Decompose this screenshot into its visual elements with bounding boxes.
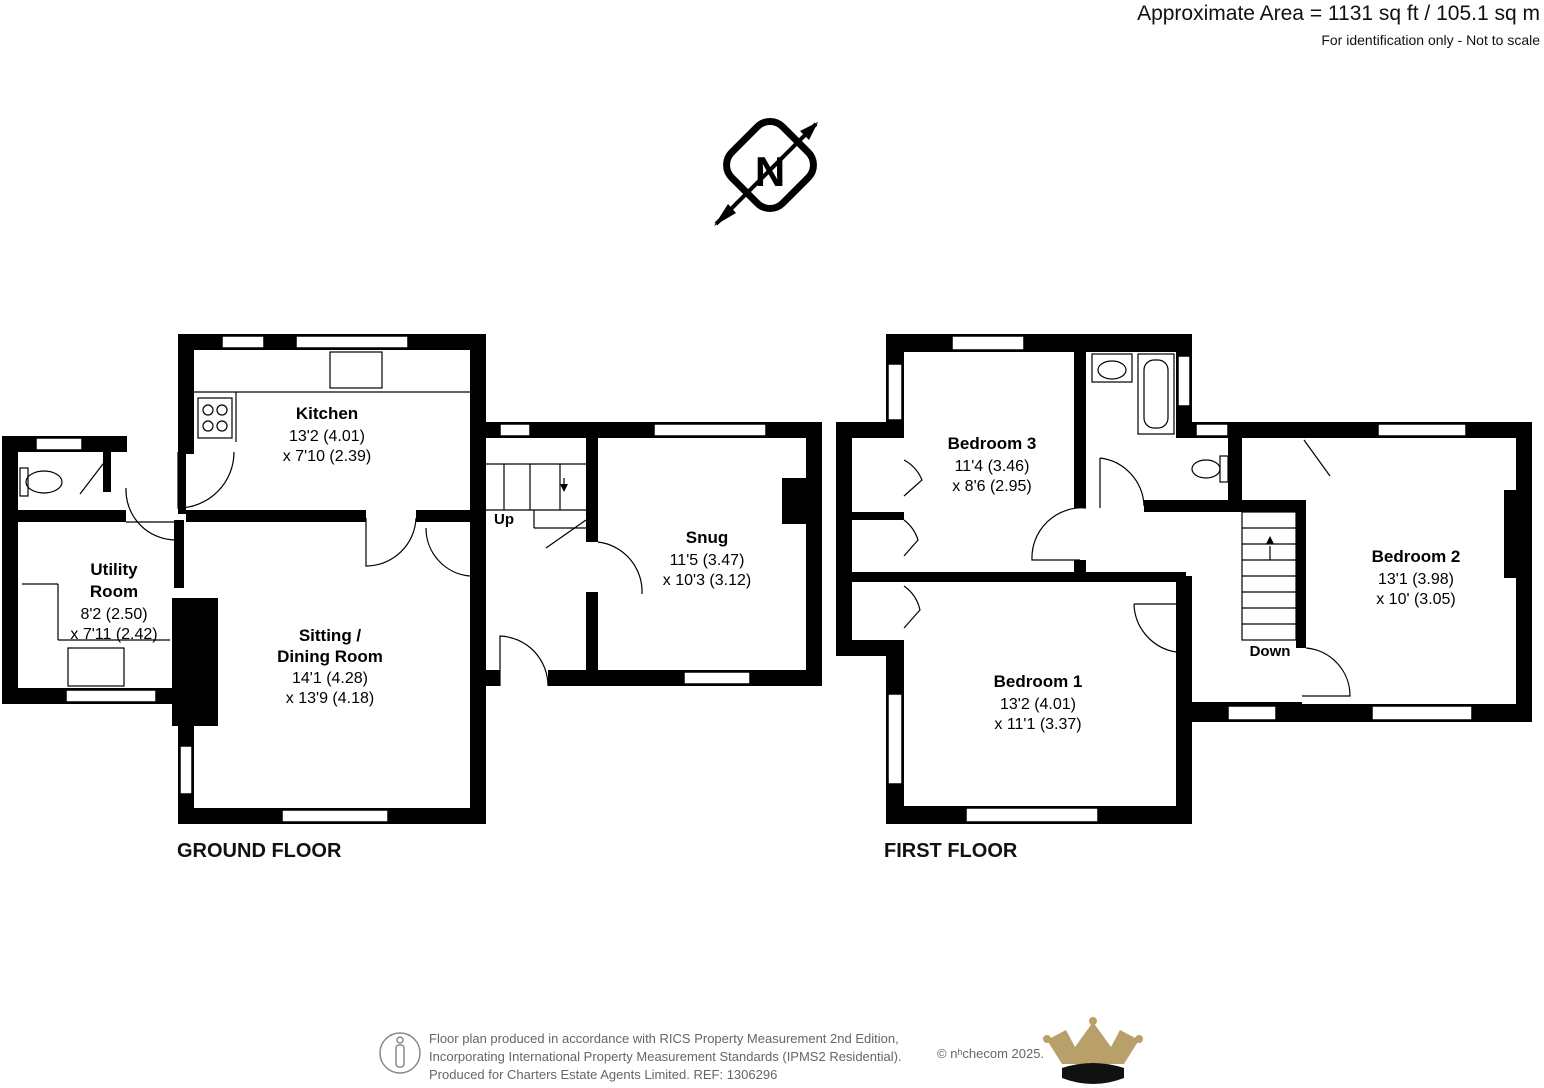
person-icon <box>379 1032 421 1074</box>
bedroom2-dim1: 13'1 (3.98) <box>1378 571 1454 588</box>
bedroom3-name: Bedroom 3 <box>948 434 1037 453</box>
utility-name-line2: Room <box>90 582 138 601</box>
toilet-icon <box>19 467 29 497</box>
snug-dim2: x 10'3 (3.12) <box>663 572 751 589</box>
stairs-down-label: Down <box>1250 643 1291 660</box>
kitchen-sink-icon <box>329 351 383 389</box>
utility-dim1: 8'2 (2.50) <box>80 606 147 623</box>
footer-line-3: Produced for Charters Estate Agents Limi… <box>429 1067 778 1082</box>
footer-line-2: Incorporating International Property Mea… <box>429 1049 902 1064</box>
utility-name-line1: Utility <box>90 560 138 579</box>
footer-line-1: Floor plan produced in accordance with R… <box>429 1031 899 1046</box>
bath-icon <box>1137 353 1175 435</box>
sitting-dim1: 14'1 (4.28) <box>292 670 368 687</box>
north-compass-icon: N <box>714 118 818 226</box>
bedroom1-name: Bedroom 1 <box>994 672 1083 691</box>
kitchen-dim2: x 7'10 (2.39) <box>283 448 371 465</box>
kitchen-name: Kitchen <box>296 404 358 423</box>
kitchen-dim1: 13'2 (4.01) <box>289 428 365 445</box>
bedroom3-dim1: 11'4 (3.46) <box>955 458 1030 475</box>
ground-floor-title: GROUND FLOOR <box>177 840 342 862</box>
sitting-name-line2: Dining Room <box>277 647 383 666</box>
snug-dim1: 11'5 (3.47) <box>670 552 745 569</box>
scale-disclaimer: For identification only - Not to scale <box>1321 32 1540 48</box>
bedroom2-dim2: x 10' (3.05) <box>1376 591 1456 608</box>
ground-floor-windows <box>35 335 767 823</box>
basin-icon <box>1091 353 1133 383</box>
compass-letter: N <box>755 148 785 195</box>
bedroom3-dim2: x 8'6 (2.95) <box>952 478 1032 495</box>
ground-floor-walls <box>2 334 822 824</box>
crown-logo-icon <box>1043 1017 1143 1084</box>
hob-icon <box>197 397 233 439</box>
footer-brand: © nʰchecom 2025. <box>937 1046 1045 1061</box>
snug-name: Snug <box>686 528 729 547</box>
bedroom2-name: Bedroom 2 <box>1372 547 1461 566</box>
bedroom1-dim1: 13'2 (4.01) <box>1000 696 1076 713</box>
sitting-dim2: x 13'9 (4.18) <box>286 690 374 707</box>
first-floor-title: FIRST FLOOR <box>884 840 1018 862</box>
utility-dim2: x 7'11 (2.42) <box>70 626 157 643</box>
stairs-up-label: Up <box>494 511 514 528</box>
bedroom1-dim2: x 11'1 (3.37) <box>994 716 1081 733</box>
first-floor-windows <box>887 335 1473 823</box>
first-floor-fixtures <box>903 353 1351 697</box>
ground-floor-fixtures <box>19 351 643 687</box>
utility-sink-icon <box>67 647 125 687</box>
sitting-name-line1: Sitting / <box>299 626 362 645</box>
toilet-icon <box>1219 455 1229 483</box>
area-summary: Approximate Area = 1131 sq ft / 105.1 sq… <box>1137 2 1540 25</box>
footer-notes: Floor plan produced in accordance with R… <box>429 1030 902 1084</box>
